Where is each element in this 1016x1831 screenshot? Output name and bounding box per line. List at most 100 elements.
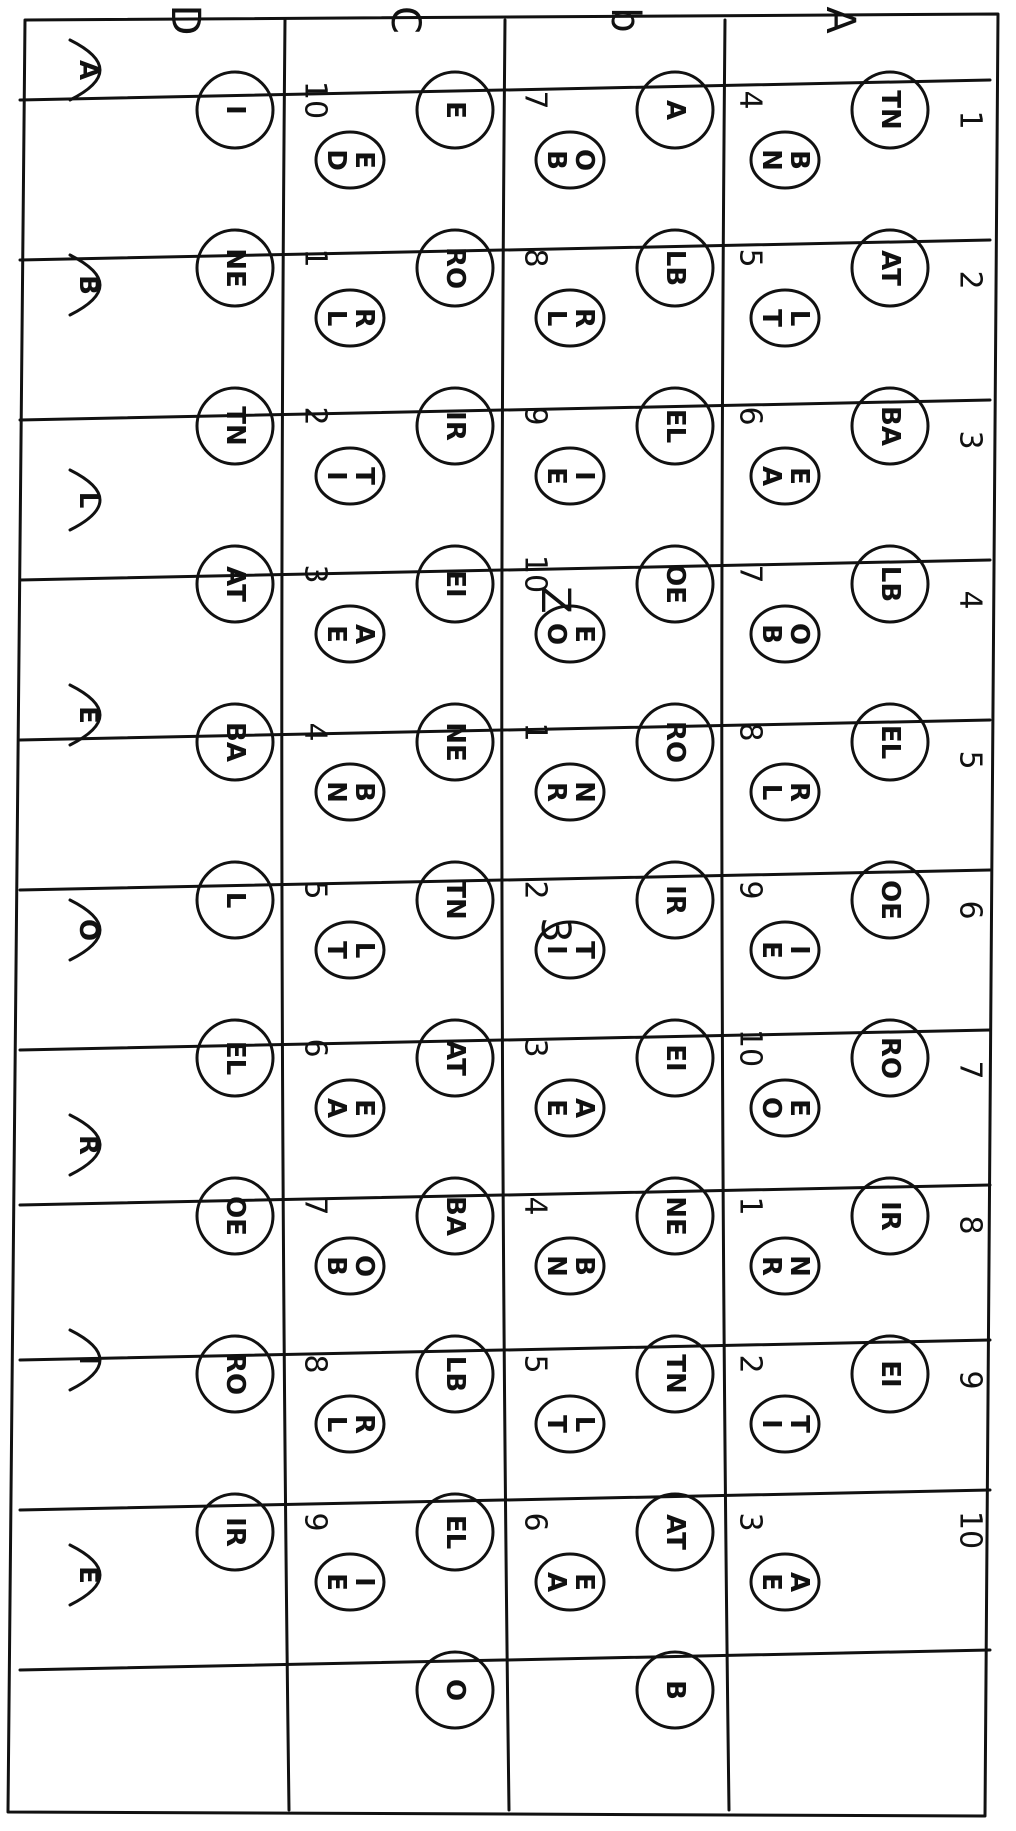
row-divider-line bbox=[722, 20, 729, 1810]
edge-letter: R bbox=[73, 1135, 103, 1155]
stacked-top-letter: O bbox=[349, 1255, 379, 1277]
stacked-bottom-letter: E bbox=[321, 1573, 351, 1591]
stacked-number: 1 bbox=[733, 1196, 768, 1215]
stacked-bottom-letter: N bbox=[321, 781, 351, 803]
stacked-top-letter: B bbox=[569, 1256, 599, 1276]
token-label: AT bbox=[220, 566, 250, 602]
stacked-number: 2 bbox=[518, 880, 553, 899]
row-label: A bbox=[817, 6, 863, 34]
stacked-top-letter: A bbox=[569, 1098, 599, 1118]
column-number: 6 bbox=[953, 900, 988, 919]
column-number: 7 bbox=[953, 1060, 988, 1079]
row-divider-line bbox=[502, 20, 509, 1810]
stacked-top-letter: B bbox=[784, 150, 814, 170]
stacked-number: 5 bbox=[518, 1354, 553, 1373]
token-label: IR bbox=[440, 411, 470, 441]
column-line bbox=[20, 1650, 990, 1670]
token-label: TN bbox=[875, 90, 905, 130]
stacked-bottom-letter: L bbox=[321, 1416, 351, 1433]
stacked-number: 7 bbox=[518, 90, 553, 109]
token-label: EI bbox=[875, 1360, 905, 1387]
stacked-top-letter: B bbox=[349, 782, 379, 802]
token-label: NE bbox=[220, 248, 250, 288]
column-line bbox=[20, 560, 990, 580]
stacked-top-letter: N bbox=[784, 1255, 814, 1277]
token-label: L bbox=[220, 892, 250, 909]
column-number: 4 bbox=[953, 590, 988, 609]
stacked-top-letter: E bbox=[349, 151, 379, 169]
row-band-a: A12345678910TNATBALBELOEROIREIBNLTEAOBRL… bbox=[733, 6, 988, 1610]
token-label: EL bbox=[220, 1041, 250, 1075]
row-divider-line bbox=[282, 20, 289, 1810]
stacked-top-letter: E bbox=[784, 1099, 814, 1117]
token-label: OE bbox=[660, 564, 690, 604]
stacked-bottom-letter: A bbox=[541, 1572, 571, 1592]
stacked-top-letter: E bbox=[569, 1573, 599, 1591]
token-label: TN bbox=[660, 1354, 690, 1394]
stacked-bottom-letter: A bbox=[321, 1098, 351, 1118]
stacked-bottom-letter: E bbox=[541, 1099, 571, 1117]
token-label: RO bbox=[440, 247, 470, 289]
token-label: AT bbox=[875, 250, 905, 286]
stacked-number: 6 bbox=[298, 1038, 333, 1057]
column-line bbox=[20, 240, 990, 260]
stacked-bottom-letter: L bbox=[541, 310, 571, 327]
stacked-top-letter: L bbox=[569, 1416, 599, 1433]
edge-letter: L bbox=[73, 492, 103, 509]
stacked-top-letter: I bbox=[349, 1577, 379, 1587]
token-label: LB bbox=[875, 566, 905, 602]
stacked-bottom-letter: T bbox=[756, 309, 786, 327]
stacked-bottom-letter: B bbox=[321, 1256, 351, 1276]
stacked-bottom-letter: L bbox=[756, 784, 786, 801]
token-label: TN bbox=[440, 880, 470, 920]
stacked-top-letter: A bbox=[784, 1572, 814, 1592]
token-label: BA bbox=[440, 1196, 470, 1236]
stacked-number: 4 bbox=[298, 722, 333, 741]
stacked-bottom-letter: N bbox=[756, 149, 786, 171]
edge-letter: B bbox=[73, 275, 103, 295]
stacked-number: 10 bbox=[733, 1029, 768, 1067]
row-band-b: bALBELOEROIREINETNATBOBRLIEEONRTIAEBNLTE… bbox=[518, 7, 714, 1728]
stacked-number: 1 bbox=[298, 248, 333, 267]
token-label: AT bbox=[660, 1514, 690, 1550]
stacked-top-letter: I bbox=[569, 471, 599, 481]
stacked-bottom-letter: N bbox=[541, 1255, 571, 1277]
stacked-number: 5 bbox=[733, 248, 768, 267]
stacked-number: 2 bbox=[733, 1354, 768, 1373]
token-label: OE bbox=[220, 1196, 250, 1236]
column-number: 2 bbox=[953, 270, 988, 289]
stacked-top-letter: N bbox=[569, 781, 599, 803]
stacked-top-letter: I bbox=[784, 945, 814, 955]
stacked-bottom-letter: E bbox=[756, 1573, 786, 1591]
stacked-bottom-letter: A bbox=[756, 466, 786, 486]
token-label: B bbox=[660, 1680, 690, 1700]
column-number: 5 bbox=[953, 750, 988, 769]
stacked-top-letter: E bbox=[784, 467, 814, 485]
stacked-number: 8 bbox=[733, 722, 768, 741]
stacked-number: 3 bbox=[518, 1038, 553, 1057]
stacked-bottom-letter: R bbox=[756, 1256, 786, 1276]
token-label: BA bbox=[875, 406, 905, 446]
stacked-bottom-letter: D bbox=[321, 149, 351, 171]
stacked-top-letter: R bbox=[349, 1414, 379, 1434]
stacked-bottom-letter: T bbox=[541, 1415, 571, 1433]
token-label: BA bbox=[220, 722, 250, 762]
stacked-number: 9 bbox=[733, 880, 768, 899]
stacked-number: 9 bbox=[518, 406, 553, 425]
column-number: 8 bbox=[953, 1215, 988, 1234]
stacked-number: 7 bbox=[733, 564, 768, 583]
stacked-bottom-letter: O bbox=[541, 623, 571, 645]
token-label: RO bbox=[660, 721, 690, 763]
stacked-top-letter: A bbox=[349, 624, 379, 644]
token-label: A bbox=[660, 100, 690, 120]
stacked-top-letter: T bbox=[569, 941, 599, 959]
stacked-top-letter: R bbox=[784, 782, 814, 802]
stacked-bottom-letter: L bbox=[321, 310, 351, 327]
stacked-top-letter: T bbox=[784, 1415, 814, 1433]
token-label: NE bbox=[660, 1196, 690, 1236]
stacked-number: 3 bbox=[733, 1512, 768, 1531]
token-label: EL bbox=[875, 725, 905, 759]
column-line bbox=[20, 1030, 990, 1050]
stacked-number: 10 bbox=[298, 81, 333, 119]
token-label: RO bbox=[220, 1353, 250, 1395]
